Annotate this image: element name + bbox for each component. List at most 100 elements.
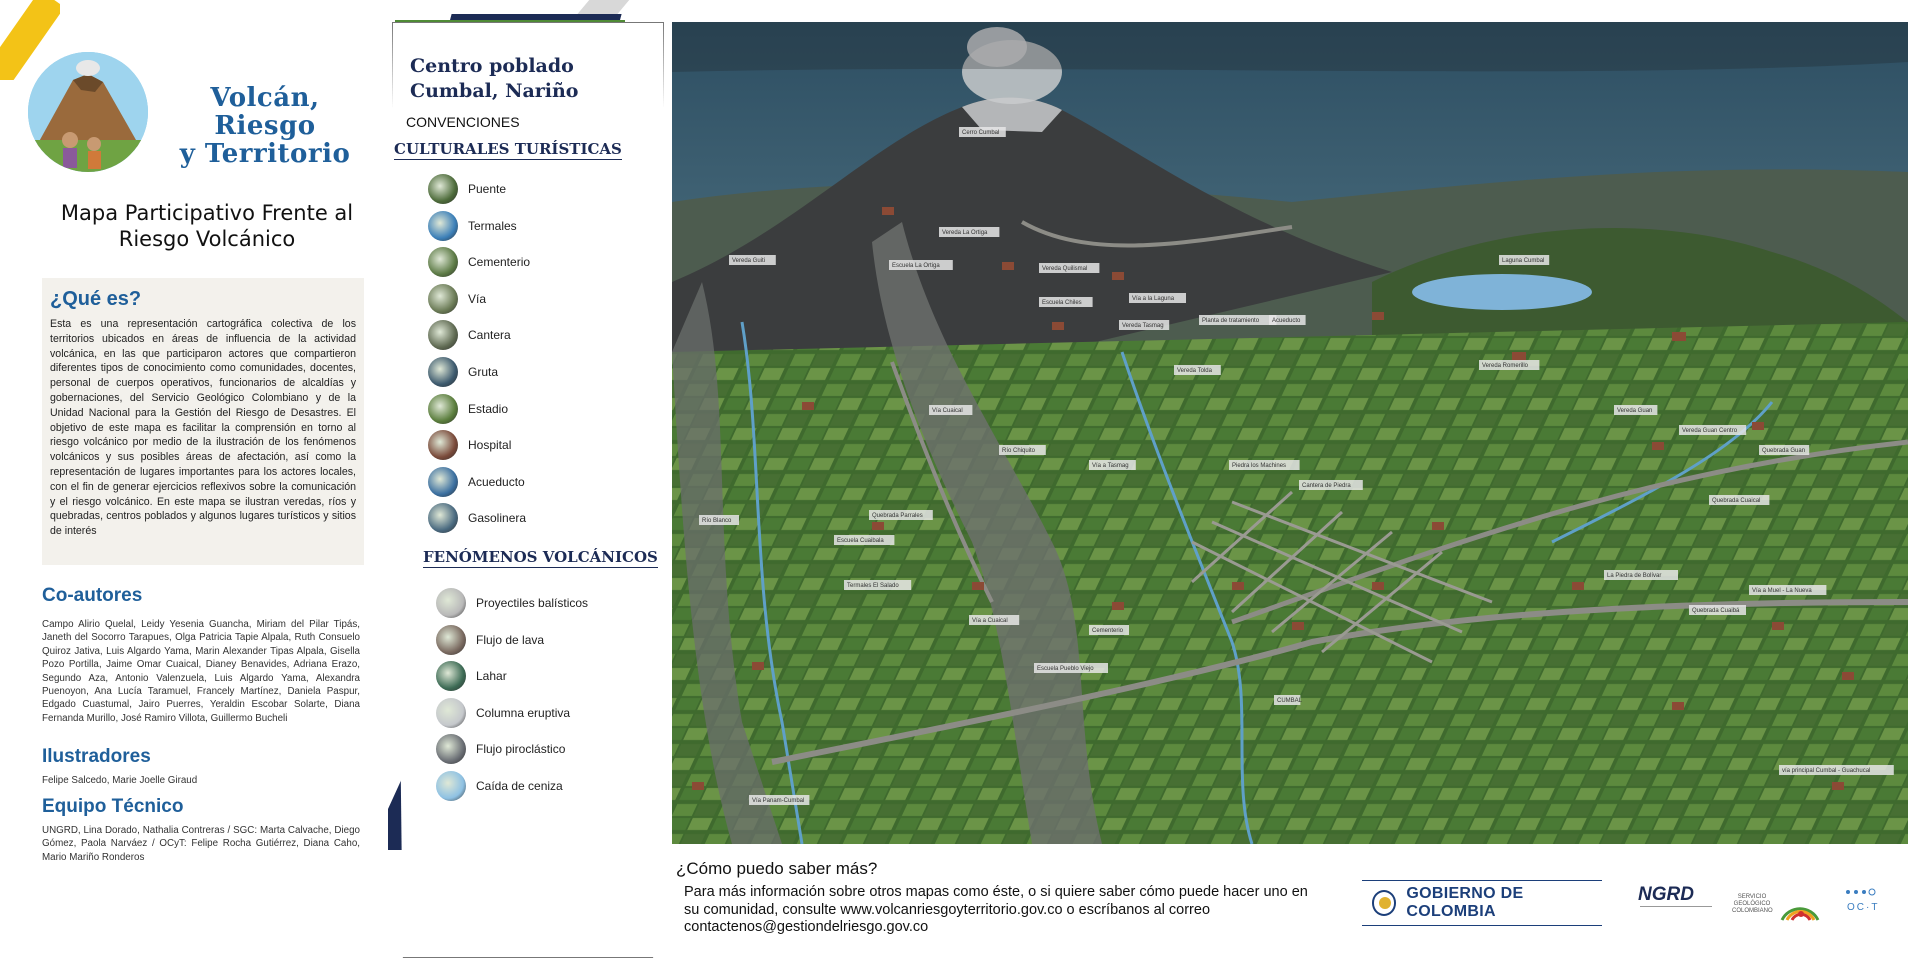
map-label: Escuela Cuaibala — [834, 535, 895, 545]
legend-item: Proyectiles balísticos — [436, 588, 588, 618]
map-label: Vereda Quilismal — [1039, 263, 1100, 273]
ballistic-projectiles-icon — [436, 588, 466, 618]
map-label: Quebrada Cuaibá — [1689, 605, 1746, 615]
legend-place-title: Centro poblado Cumbal, Nariño — [410, 54, 610, 104]
map-label: Cantera de Piedra — [1299, 480, 1363, 490]
map-label: Vereda Guiti — [729, 255, 776, 265]
map-label-background — [729, 255, 776, 265]
legend-place-line2: Cumbal, Nariño — [410, 80, 579, 102]
legend-culturales-title: CULTURALES TURÍSTICAS — [394, 140, 622, 160]
map-label: Vereda Guan — [1614, 405, 1658, 415]
map-label-text: Escuela La Ortiga — [892, 263, 940, 269]
ocyt-logo-text: OC·T — [1847, 902, 1880, 913]
map-label-background — [1759, 445, 1810, 455]
map-label-background — [1614, 405, 1658, 415]
ilustradores-title: Ilustradores — [42, 746, 151, 767]
legend-item: Caída de ceniza — [436, 771, 563, 801]
subtitle-line2: Riesgo Volcánico — [118, 227, 296, 251]
map-label-text: Vereda Quilismal — [1042, 266, 1087, 272]
lava-flow-icon — [436, 624, 466, 655]
page-subtitle: Mapa Participativo Frente al Riesgo Volc… — [42, 200, 372, 252]
sgc-logo-icon — [1780, 907, 1820, 921]
map-label-text: vía principal Cumbal - Guachucal — [1782, 768, 1870, 774]
lahar-icon — [436, 661, 466, 692]
map-label: Acueducto — [1269, 315, 1306, 325]
ocyt-logo-icon — [1846, 888, 1876, 896]
subtitle-line1: Mapa Participativo Frente al — [60, 201, 354, 225]
map-label: Río Blanco — [699, 515, 739, 525]
equipo-title: Equipo Técnico — [42, 796, 184, 817]
map-label-text: Planta de tratamiento — [1202, 318, 1260, 324]
map-label: Planta de tratamiento — [1199, 315, 1277, 325]
equipo-text: UNGRD, Lina Dorado, Nathalia Contreras /… — [42, 825, 360, 863]
map-label-text: Vía Panam-Cumbal — [752, 798, 804, 804]
map-label-background — [1299, 480, 1363, 490]
map-label-text: Río Chiquito — [1002, 448, 1036, 454]
legend-item-label: Vía — [468, 291, 487, 306]
legend-item: Cementerio — [428, 247, 531, 278]
legend-item-label: Proyectiles balísticos — [476, 596, 589, 610]
legend-convenciones: CONVENCIONES — [406, 114, 520, 130]
grotto-icon — [428, 357, 458, 387]
ilustradores-text: Felipe Salcedo, Marie Joelle Giraud — [42, 775, 198, 786]
map-label-background — [1689, 605, 1746, 615]
map-label: Vereda La Ortiga — [939, 227, 1000, 237]
map-label-text: La Piedra de Bolívar — [1607, 573, 1661, 579]
legend-item-label: Cementerio — [468, 255, 531, 270]
map-label-background — [1119, 320, 1170, 330]
legend-item: Gasolinera — [428, 503, 527, 534]
map-label-text: Piedra los Machines — [1232, 463, 1286, 469]
map-label: Vía a Tasmag — [1089, 460, 1136, 470]
logo-title: Volcán, Riesgo y Territorio — [160, 84, 370, 168]
map-label: CUMBAL — [1274, 695, 1303, 705]
road-icon — [428, 283, 458, 314]
map-label-text: Vereda Guan — [1617, 408, 1652, 414]
map-label-background — [969, 615, 1020, 625]
legend-item: Estadio — [428, 393, 508, 424]
gas-station-icon — [428, 503, 458, 534]
map-label: Quebrada Cuaical — [1709, 495, 1770, 505]
map-label-background — [999, 445, 1046, 455]
map-label-background — [1174, 365, 1221, 375]
map-label-background — [834, 535, 895, 545]
more-info-title: ¿Cómo puedo saber más? — [676, 859, 878, 878]
pyroclastic-flow-icon — [436, 734, 466, 765]
map-label: Quebrada Parrales — [869, 510, 933, 520]
map-label: Vereda Guan Centro — [1679, 425, 1747, 435]
map-label-text: Vía a Tasmag — [1092, 463, 1129, 469]
legend-item-label: Flujo de lava — [476, 632, 545, 647]
map-label-text: Vía a Cuaical — [972, 618, 1008, 624]
map-label-background — [869, 510, 933, 520]
map-label-background — [939, 227, 1000, 237]
map-label-text: Termales El Salado — [847, 583, 899, 589]
legend-item-label: Gasolinera — [468, 511, 527, 526]
map-label: Vía Cuaical — [929, 405, 973, 415]
map-label-background — [1039, 263, 1100, 273]
legend-item-label: Flujo piroclástico — [476, 742, 566, 757]
map-label: Termales El Salado — [844, 580, 912, 590]
legend-item-label: Caída de ceniza — [476, 779, 563, 793]
map-label: Piedra los Machines — [1229, 460, 1300, 470]
map-label-background — [749, 795, 810, 805]
legend-item: Hospital — [428, 430, 511, 461]
more-info-text: Para más información sobre otros mapas c… — [684, 884, 1308, 936]
legend-item-label: Columna eruptiva — [476, 705, 571, 720]
cemetery-icon — [428, 247, 458, 278]
map-label-background — [1779, 765, 1894, 775]
map-label-text: Vereda Guan Centro — [1682, 428, 1738, 434]
legend-item: Lahar — [436, 661, 507, 692]
map-label: Escuela Pueblo Viejo — [1034, 663, 1108, 673]
map-label-text: Quebrada Guan — [1762, 448, 1805, 454]
legend-item-label: Cantera — [468, 328, 511, 343]
map-label-background — [1499, 255, 1550, 265]
que-es-box: ¿Qué es? Esta es una representación cart… — [42, 278, 364, 565]
legend-item: Flujo piroclástico — [436, 734, 566, 765]
coautores-text: Campo Alirio Quelal, Leidy Yesenia Guanc… — [42, 619, 360, 724]
map-label-text: Acueducto — [1272, 318, 1301, 324]
legend-item: Acueducto — [428, 466, 525, 497]
sgc-logo-text: SERVICIO GEOLÓGICO COLOMBIANO — [1732, 894, 1773, 914]
map-label-text: Cantera de Piedra — [1302, 483, 1351, 489]
map-label: Vía a Muel - La Nueva — [1749, 585, 1827, 595]
map-label: Vía Panam-Cumbal — [749, 795, 810, 805]
map-label-text: Cementerio — [1092, 628, 1124, 634]
